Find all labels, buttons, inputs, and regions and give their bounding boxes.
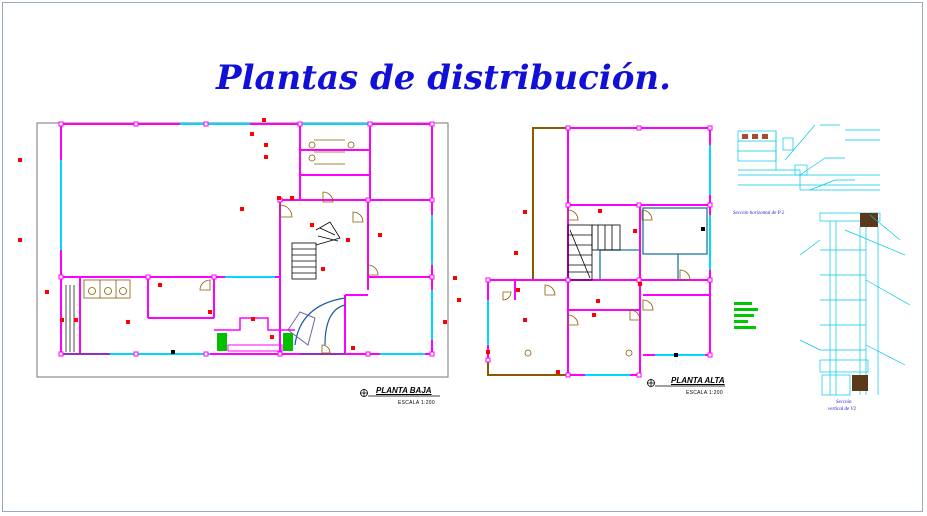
entry-canopy: [287, 311, 316, 346]
planta-baja-plan: [18, 118, 461, 378]
legend-swatch: [732, 300, 758, 306]
legend-swatch: [732, 306, 758, 312]
north-arrow-icon: [647, 379, 725, 387]
walls: [60, 123, 433, 355]
closet: [65, 285, 75, 352]
section-details: [737, 124, 911, 396]
planta-alta-plan: [485, 125, 713, 378]
column-marker-icon: [485, 125, 713, 378]
vertical-section-caption-line1: Sección: [836, 400, 852, 405]
front-entry: [214, 317, 295, 352]
bathroom-fixtures: [83, 279, 131, 299]
upper-fixtures: [308, 139, 355, 165]
legend-swatch: [732, 318, 758, 324]
door-swing-icon: [502, 209, 691, 326]
fixture: [625, 349, 633, 357]
windows-alta: [487, 145, 711, 376]
planta-baja-scale: ESCALA 1:200: [398, 400, 435, 406]
legend-swatch: [732, 324, 758, 330]
red-markers-alta: [486, 209, 705, 374]
fixture: [524, 349, 532, 357]
legend-swatch: [732, 312, 758, 318]
horizontal-section-caption: Sección horizontal de P 2: [733, 211, 785, 216]
vertical-section-caption-line2: vertical de V2: [828, 407, 857, 412]
horizontal-section-detail: [737, 124, 880, 191]
walls-alta: [487, 127, 711, 376]
page-title: Plantas de distribución.: [216, 58, 671, 98]
door-swing-icon: [199, 191, 379, 354]
column-marker-icon: [58, 121, 435, 357]
planta-alta-scale: ESCALA 1:200: [686, 390, 723, 396]
red-markers: [18, 118, 461, 354]
legend: [732, 300, 758, 330]
parapet: [487, 127, 568, 376]
north-arrow-icon: [360, 389, 440, 397]
site-boundary: [36, 122, 449, 378]
stairs: [291, 221, 341, 280]
windows: [60, 123, 433, 355]
inner-room: [599, 207, 708, 280]
vertical-section-detail: [799, 212, 911, 396]
planta-baja-label: PLANTA BAJA: [376, 386, 432, 395]
stairs-alta: [567, 224, 621, 281]
entry-curve: [294, 297, 346, 346]
planta-alta-label: PLANTA ALTA: [671, 376, 725, 385]
